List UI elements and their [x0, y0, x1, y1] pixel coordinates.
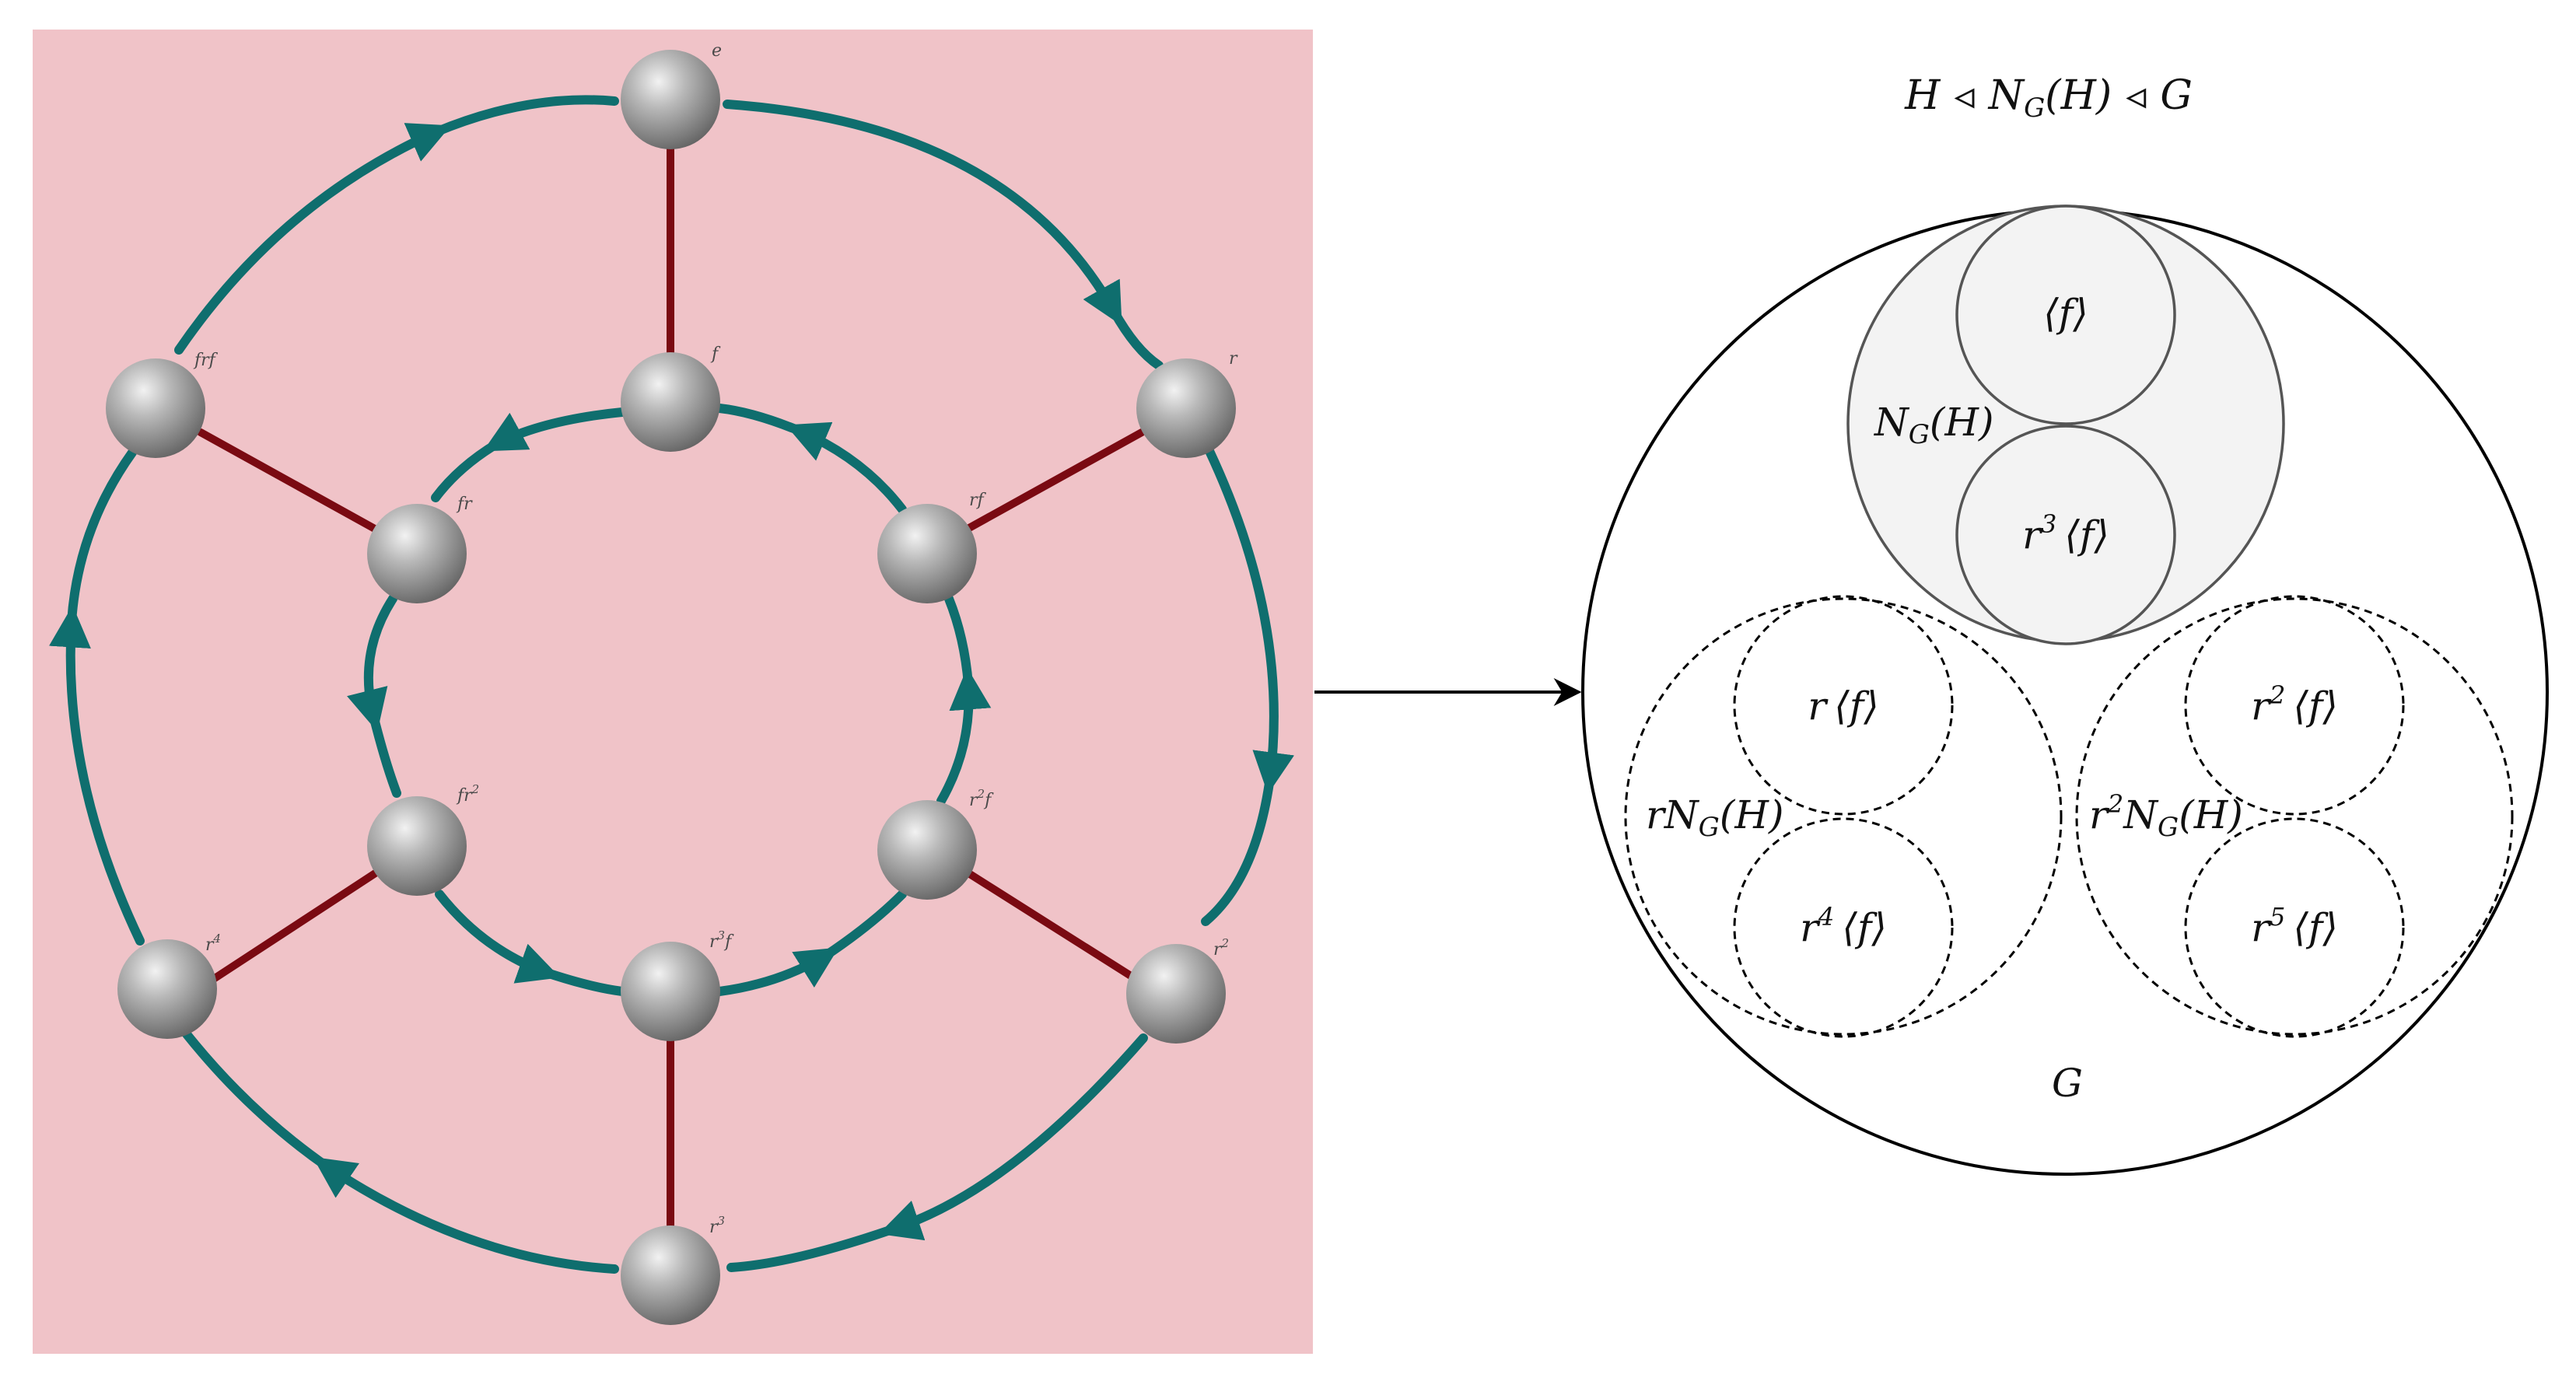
label-fr: fr	[456, 495, 473, 514]
r2-normalizer-circle	[2075, 597, 2514, 1036]
inner-arc-f-fr	[431, 407, 627, 502]
vertex-r2	[1126, 944, 1226, 1044]
label-r3: r3	[709, 1214, 725, 1237]
inner-arc-fr2-r3f	[435, 890, 627, 996]
subgroup-f-label: ⟨f⟩	[2043, 291, 2088, 336]
label-r: r	[1229, 349, 1238, 369]
coset-r3f-circle	[1955, 425, 2176, 645]
outer-arc-r4-frf	[49, 448, 145, 946]
outer-arc-r2-r3	[726, 1033, 1148, 1272]
outer-arc-frf-e	[174, 95, 619, 355]
r-normalizer-label: rNG(H)	[1646, 792, 1783, 843]
coset-r2f-label: r2⟨f⟩	[2251, 680, 2338, 729]
label-fr2: fr2	[456, 782, 479, 806]
normalizer-label: NG(H)	[1874, 400, 1994, 450]
inner-arc-fr-fr2	[346, 594, 401, 798]
label-frf: frf	[193, 351, 219, 370]
vertex-r3f	[621, 942, 720, 1041]
vertex-fr2	[367, 796, 467, 896]
cayley-graph: e r r2 r3 r4 frf f rf r2f r3f fr2 fr	[33, 30, 1313, 1354]
coset-rf-label: r⟨f⟩	[1808, 684, 1878, 729]
label-r2: r2	[1213, 936, 1229, 960]
label-e: e	[712, 41, 722, 61]
vertex-r	[1136, 358, 1236, 458]
subgroup-f-circle	[1955, 205, 2176, 425]
vertex-r3	[621, 1225, 720, 1325]
inner-arc-r3f-r2f	[715, 890, 907, 996]
rotation-edges	[49, 95, 1294, 1274]
vertex-f	[621, 352, 720, 452]
vertex-rf	[877, 504, 977, 603]
coset-r5f-circle	[2184, 817, 2405, 1038]
vertices	[106, 50, 1236, 1325]
inner-arc-r2f-rf	[936, 594, 992, 806]
r2-normalizer-group	[2075, 595, 2514, 1038]
label-r4: r4	[205, 932, 221, 955]
coset-r4f-circle	[1733, 817, 1954, 1038]
vertex-fr	[367, 504, 467, 603]
vertex-r4	[117, 939, 217, 1039]
coset-diagram: H◃NG(H)◃G G NG(H) ⟨f⟩ r3⟨f⟩ rNG(H) r⟨f⟩ …	[1581, 72, 2549, 1176]
group-G-label: G	[2052, 1061, 2083, 1106]
outer-arc-r-r2	[1201, 446, 1294, 926]
outer-arc-e-r	[723, 100, 1164, 370]
vertex-r2f	[877, 800, 977, 900]
coset-r2f-circle	[2184, 595, 2405, 816]
inner-arc-rf-f	[715, 404, 907, 514]
coset-rf-circle	[1733, 595, 1954, 816]
vertex-e	[621, 50, 720, 149]
outer-arc-r3-r4	[182, 1030, 619, 1274]
r2-normalizer-label: r2NG(H)	[2089, 789, 2243, 843]
vertex-frf	[106, 358, 205, 458]
r-normalizer-circle	[1624, 597, 2063, 1036]
label-rf: rf	[969, 491, 987, 510]
coset-r5f-label: r5⟨f⟩	[2251, 902, 2338, 950]
coset-r4f-label: r4⟨f⟩	[1800, 902, 1887, 950]
r-normalizer-group	[1624, 595, 2063, 1038]
title-formula: H◃NG(H)◃G	[1904, 72, 2193, 124]
coset-r3f-label: r3⟨f⟩	[2022, 509, 2109, 558]
